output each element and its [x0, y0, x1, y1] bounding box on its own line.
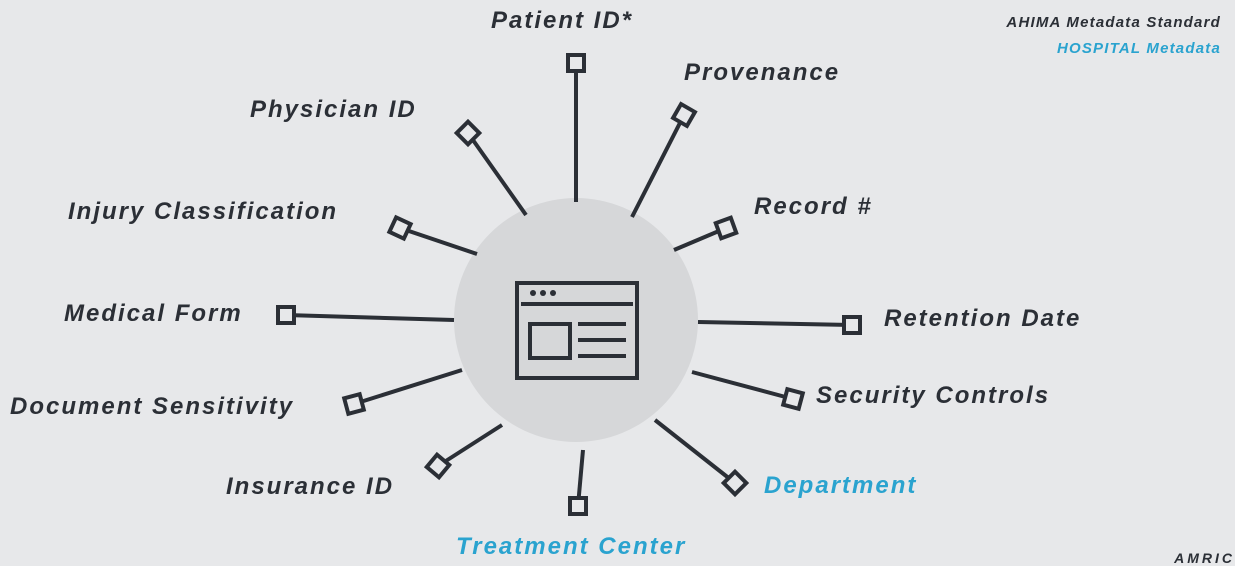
- spoke-line-department: [653, 418, 737, 485]
- label-physician-id: Physician ID: [250, 96, 417, 123]
- label-patient-id: Patient ID*: [491, 7, 634, 34]
- node-square-physician-id: [453, 118, 483, 148]
- spoke-line-provenance: [630, 114, 686, 218]
- node-square-patient-id: [566, 53, 586, 73]
- label-provenance: Provenance: [684, 59, 841, 86]
- label-injury-classification: Injury Classification: [68, 198, 339, 225]
- label-treatment-center: Treatment Center: [456, 533, 687, 560]
- hub-circle: [454, 198, 698, 442]
- node-square-retention-date: [842, 315, 862, 335]
- spoke-line-injury-classification: [399, 226, 478, 256]
- node-square-record-number: [713, 215, 739, 241]
- node-square-treatment-center: [568, 496, 588, 516]
- node-square-injury-classification: [386, 214, 414, 242]
- spoke-line-security-controls: [691, 370, 794, 401]
- spoke-line-insurance-id: [436, 423, 504, 468]
- legend-hospital: HOSPITAL Metadata: [1056, 40, 1221, 57]
- spokes-group: [276, 53, 862, 516]
- label-security-controls: Security Controls: [816, 382, 1051, 409]
- node-square-medical-form: [276, 305, 296, 325]
- node-square-insurance-id: [423, 451, 453, 481]
- label-record-number: Record #: [754, 193, 873, 220]
- node-square-document-sensitivity: [341, 391, 367, 417]
- node-square-security-controls: [780, 386, 806, 412]
- document-form-icon: [515, 281, 639, 380]
- label-document-sensitivity: Document Sensitivity: [10, 393, 295, 420]
- node-square-provenance: [670, 101, 698, 129]
- label-medical-form: Medical Form: [64, 300, 243, 327]
- spoke-line-retention-date: [697, 320, 853, 327]
- spoke-line-medical-form: [285, 313, 455, 322]
- label-insurance-id: Insurance ID: [226, 473, 395, 500]
- spoke-line-physician-id: [466, 131, 528, 217]
- corner-text-fragment: AMRIC: [1174, 550, 1235, 566]
- legend-standard: AHIMA Metadata Standard: [1006, 14, 1221, 31]
- label-retention-date: Retention Date: [884, 305, 1082, 332]
- node-square-department: [720, 468, 750, 498]
- spoke-line-document-sensitivity: [353, 368, 463, 406]
- label-department: Department: [764, 472, 918, 499]
